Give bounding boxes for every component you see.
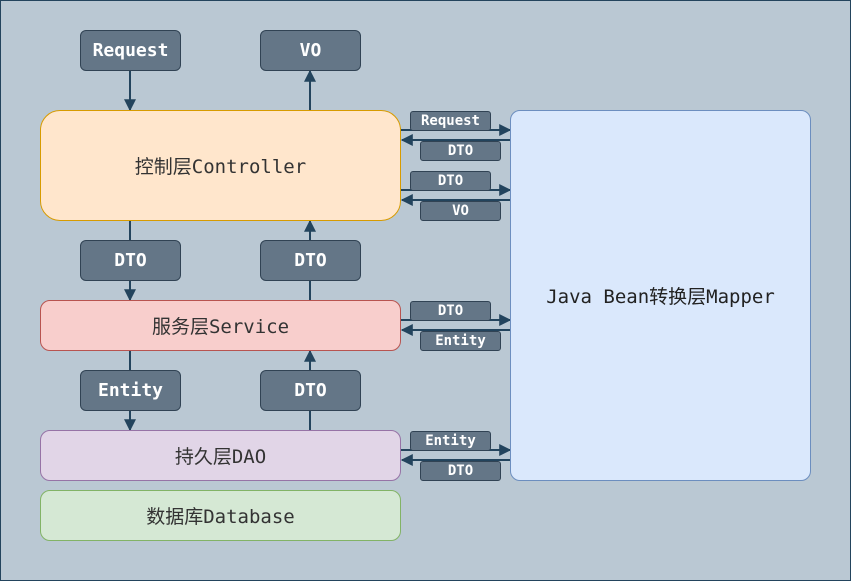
controller-service-up-tag: DTO (260, 240, 361, 281)
exchange-tag-dao-dto: DTO (420, 461, 501, 481)
request-input-tag: Request (80, 30, 181, 71)
exchange-tag-controller-request: Request (410, 111, 491, 131)
exchange-tag-controller-dto-in: DTO (420, 141, 501, 161)
exchange-tag-dao-entity: Entity (410, 431, 491, 451)
exchange-tag-controller-vo: VO (420, 201, 501, 221)
exchange-tag-service-dto: DTO (410, 301, 491, 321)
vo-output-tag: VO (260, 30, 361, 71)
controller-service-down-tag: DTO (80, 240, 181, 281)
mapper-layer: Java Bean转换层Mapper (510, 110, 811, 481)
service-layer: 服务层Service (40, 300, 401, 351)
service-dao-up-tag: DTO (260, 370, 361, 411)
database-layer: 数据库Database (40, 490, 401, 541)
exchange-tag-controller-dto-out: DTO (410, 171, 491, 191)
controller-layer: 控制层Controller (40, 110, 401, 221)
exchange-tag-service-entity: Entity (420, 331, 501, 351)
dao-layer: 持久层DAO (40, 430, 401, 481)
service-dao-down-tag: Entity (80, 370, 181, 411)
